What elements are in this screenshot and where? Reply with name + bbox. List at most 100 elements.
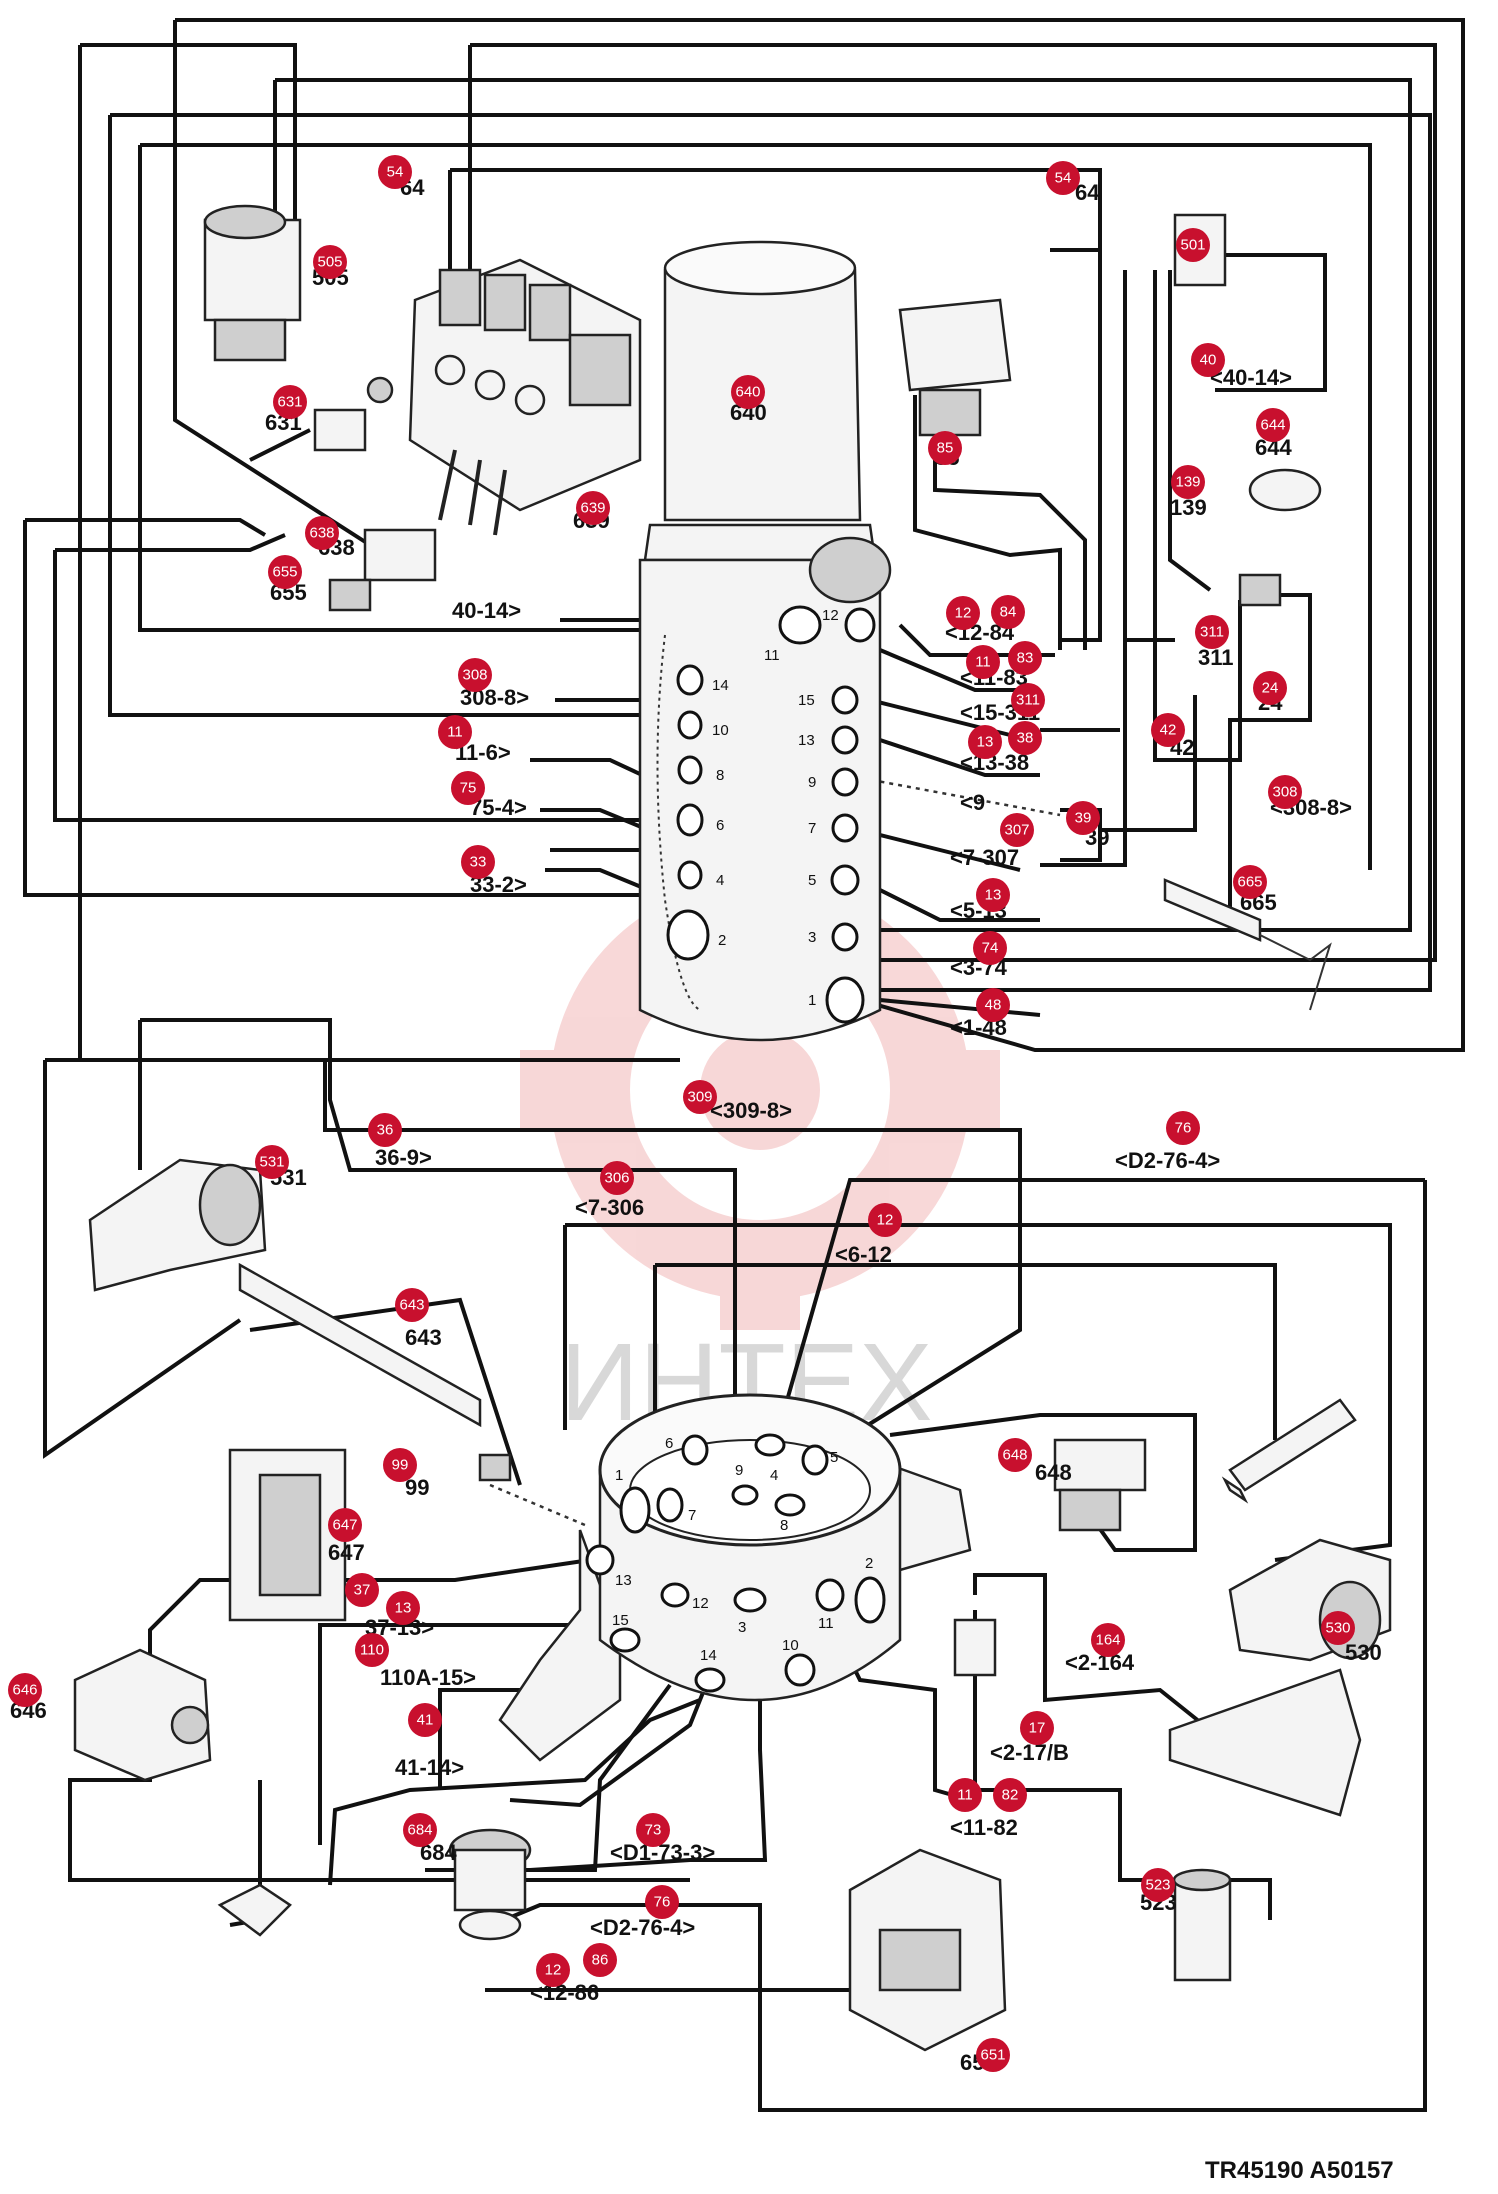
callout-badge: 12: [868, 1203, 902, 1237]
port-1: [619, 1486, 651, 1534]
callout-badge: 646: [8, 1673, 42, 1707]
callout-badge: 308: [1268, 775, 1302, 809]
port-15: [831, 685, 859, 715]
drawing-code: TR45190 A50157: [1205, 2157, 1394, 2184]
front-axle-531: [88, 1158, 267, 1292]
callout-badge: 76: [645, 1885, 679, 1919]
sensor-655: [328, 578, 372, 612]
block-638: [363, 528, 437, 582]
svg-text:139: 139: [1175, 474, 1200, 491]
callout-badge: 38: [1008, 721, 1042, 755]
line-label: 643: [405, 1325, 442, 1350]
callout-badge: 42: [1151, 713, 1185, 747]
callout-badge: 643: [395, 1288, 429, 1322]
svg-text:647: 647: [332, 1517, 357, 1534]
line-label: <6-12: [835, 1242, 892, 1267]
port-num: 1: [615, 1467, 623, 1484]
port-1: [825, 976, 865, 1024]
svg-text:11: 11: [975, 654, 991, 671]
port-num: 4: [770, 1467, 778, 1484]
port-4: [677, 860, 703, 890]
callout-badge: 33: [461, 845, 495, 879]
fitting-24: [1238, 573, 1282, 607]
svg-text:643: 643: [399, 1297, 424, 1314]
port-num: 1: [808, 992, 816, 1009]
callout-badge: 36: [368, 1113, 402, 1147]
manifold-643: [238, 1262, 482, 1428]
line-label: 40-14>: [452, 598, 521, 623]
swing-motor-684: [448, 1828, 532, 1941]
svg-text:42: 42: [1160, 722, 1177, 739]
cooler-647: [228, 1448, 347, 1622]
pump-646: [73, 1648, 212, 1782]
line-label: 530: [1345, 1640, 1382, 1665]
svg-text:12: 12: [877, 1212, 894, 1229]
line-label: <9: [960, 790, 985, 815]
port-num: 4: [716, 872, 724, 889]
svg-text:36: 36: [377, 1122, 394, 1139]
callout-badge: 644: [1256, 408, 1290, 442]
svg-text:12: 12: [545, 1962, 562, 1979]
lower-ports: [585, 1433, 886, 1693]
port-num: 11: [764, 647, 780, 664]
port-num: 10: [712, 722, 729, 739]
port-num: 5: [830, 1449, 838, 1466]
callout-badge: 684: [403, 1813, 437, 1847]
callout-badge: 99: [383, 1448, 417, 1482]
cylinder: [1221, 1398, 1357, 1504]
svg-text:41: 41: [417, 1712, 434, 1729]
callout-badge: 54: [378, 155, 412, 189]
callout-badge: 309: [683, 1080, 717, 1114]
port-num: 8: [716, 767, 724, 784]
svg-text:73: 73: [645, 1822, 662, 1839]
steering-unit: [203, 204, 302, 362]
port-12: [660, 1582, 690, 1608]
svg-text:38: 38: [1017, 730, 1034, 747]
svg-text:309: 309: [687, 1089, 712, 1106]
port-num: 14: [712, 677, 729, 694]
port-14: [694, 1667, 726, 1693]
manifold-665: [1163, 878, 1262, 942]
svg-text:110: 110: [360, 1642, 384, 1659]
svg-text:531: 531: [259, 1154, 284, 1171]
svg-text:13: 13: [395, 1600, 412, 1617]
switch-665: [1259, 934, 1332, 1011]
svg-text:84: 84: [1000, 604, 1017, 621]
cross-fitting: [217, 1883, 292, 1937]
svg-text:40: 40: [1200, 352, 1217, 369]
callout-badge: 13: [976, 878, 1010, 912]
callout-badge: 40: [1191, 343, 1225, 377]
callout-badge: 505: [313, 245, 347, 279]
line-label: 311: [1198, 645, 1234, 670]
callout-badge: 311: [1195, 615, 1229, 649]
line-label: <12-86: [530, 1980, 599, 2005]
svg-text:308: 308: [1272, 784, 1297, 801]
line-label: 647: [328, 1540, 365, 1565]
line-label: <D1-73-3>: [610, 1840, 715, 1865]
port-num: 7: [808, 820, 816, 837]
line-label: <D2-76-4>: [1115, 1148, 1220, 1173]
port-num: 10: [782, 1637, 799, 1654]
callout-badge: 85: [928, 431, 962, 465]
engine-pump-651: [848, 1848, 1007, 2052]
svg-text:655: 655: [272, 564, 297, 581]
svg-text:39: 39: [1075, 810, 1092, 827]
callout-badge: 13: [386, 1591, 420, 1625]
callout-badge: 638: [305, 516, 339, 550]
svg-text:37: 37: [354, 1582, 371, 1599]
port-2: [666, 909, 710, 961]
line-label: <7-306: [575, 1195, 644, 1220]
port-num: 11: [818, 1615, 834, 1632]
callout-badge: 11: [948, 1778, 982, 1812]
port-3: [831, 922, 859, 952]
svg-text:639: 639: [580, 500, 605, 517]
callout-badge: 311: [1011, 683, 1045, 717]
svg-text:11: 11: [957, 1787, 973, 1804]
port-10: [784, 1653, 816, 1687]
callout-badge: 631: [273, 385, 307, 419]
accumulator-644: [1248, 468, 1322, 512]
dotted-line-99: [489, 1483, 586, 1527]
port-num: 7: [688, 1507, 696, 1524]
svg-text:33: 33: [470, 854, 487, 871]
port-11: [778, 605, 822, 645]
